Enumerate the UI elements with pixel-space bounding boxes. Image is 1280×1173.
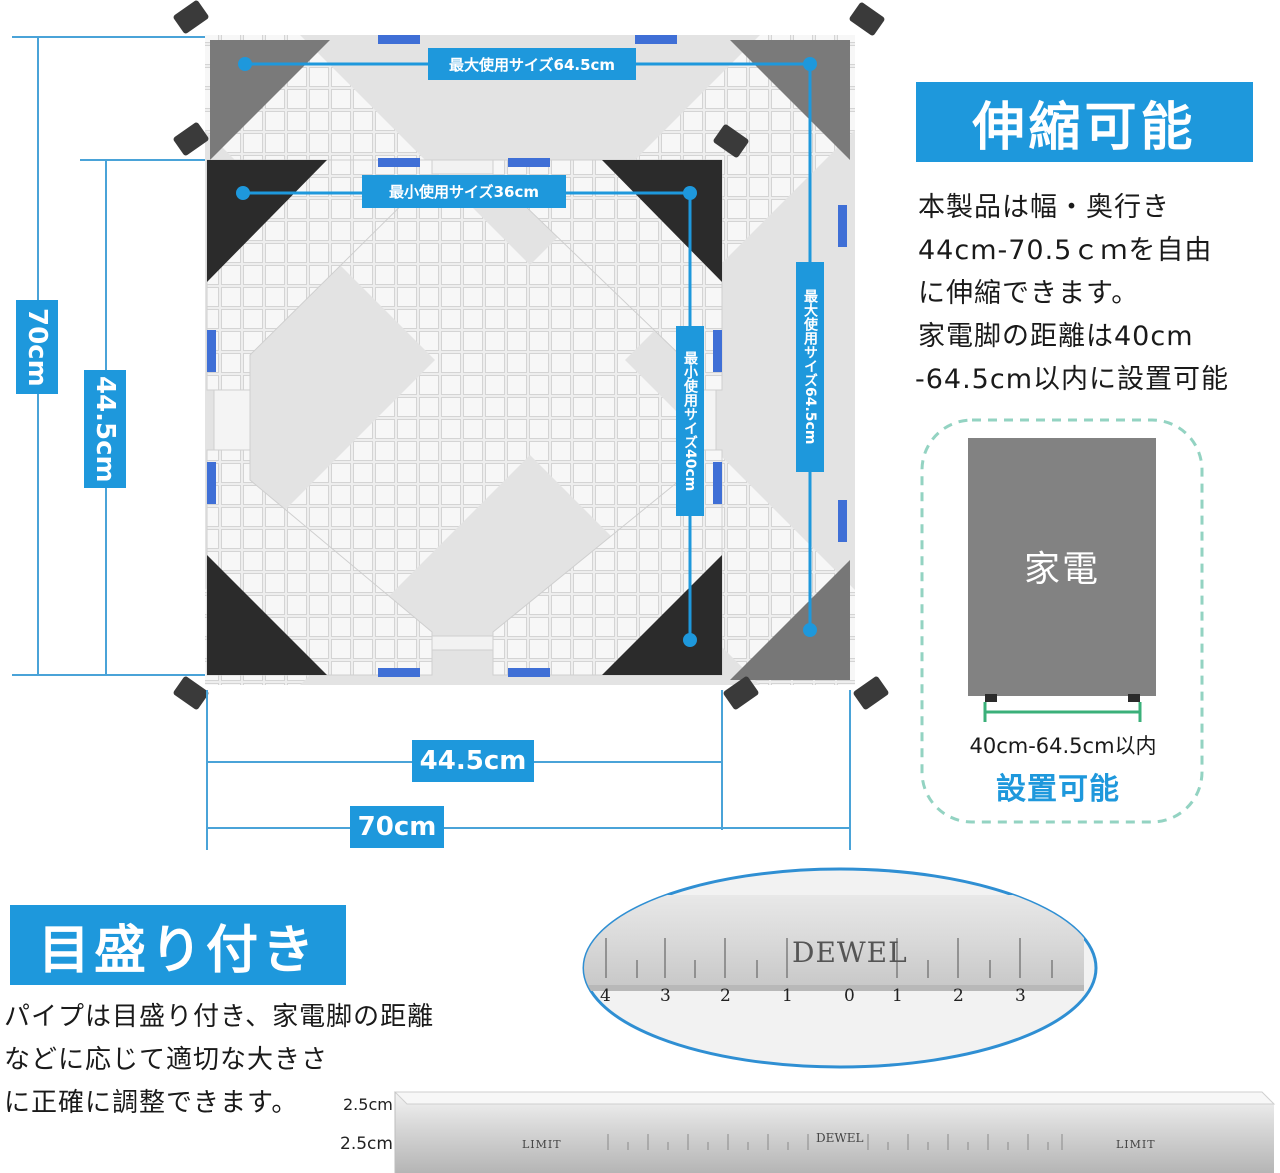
scale-magnifier: [582, 867, 1098, 1069]
lens-number-2: 3: [660, 986, 671, 1006]
extend-line-2: 44cm-70.5ｃｍを自由: [918, 235, 1213, 266]
scale-line-1: パイプは目盛り付き、家電脚の距離: [4, 1002, 435, 1032]
max-size-vertical-label: 最大使用サイズ64.5cm: [796, 262, 824, 472]
lens-number-3: 2: [720, 986, 731, 1006]
scale-line-2: などに応じて適切な大きさ: [4, 1045, 329, 1075]
extend-line-5: -64.5cm以内に設置可能: [915, 364, 1230, 395]
inner-height-label: 44.5cm: [84, 370, 126, 488]
feet: [173, 0, 889, 710]
pipe-limit-right: LIMIT: [1116, 1138, 1156, 1151]
extend-heading: 伸縮可能: [916, 82, 1253, 162]
outer-height-label: 70cm: [16, 300, 58, 394]
pipe-size-top: 2.5cm: [343, 1095, 393, 1114]
lens-number-1: 4: [600, 986, 611, 1006]
min-size-vertical-label: 最小使用サイズ40cm: [676, 326, 704, 516]
lens-number-4: 1: [782, 986, 793, 1006]
lens-number-7: 2: [953, 986, 964, 1006]
scale-heading: 目盛り付き: [10, 905, 346, 985]
outer-width-label: 70cm: [350, 806, 444, 848]
measure-dots: [236, 57, 817, 647]
pipe-limit-left: LIMIT: [522, 1138, 562, 1151]
pipe-graphic: [393, 1091, 1276, 1173]
lens-number-5: 0: [844, 986, 855, 1006]
extend-line-4: 家電脚の距離は40cm: [918, 321, 1194, 352]
scale-description: パイプは目盛り付き、家電脚の距離 などに応じて適切な大きさ に正確に調整できます…: [4, 996, 524, 1125]
appliance-note: 設置可能: [996, 772, 1120, 807]
pipe-size-side: 2.5cm: [340, 1134, 393, 1154]
extend-line-3: に伸縮できます。: [918, 278, 1140, 309]
appliance-range: 40cm-64.5cm以内: [969, 734, 1157, 758]
appliance-label: 家電: [1023, 549, 1100, 590]
appliance-graphic: [968, 438, 1156, 722]
pipe-brand: DEWEL: [816, 1131, 864, 1145]
lens-number-8: 3: [1015, 986, 1026, 1006]
inner-width-label: 44.5cm: [412, 740, 534, 782]
lens-number-6: 1: [892, 986, 903, 1006]
extend-line-1: 本製品は幅・奥行き: [918, 192, 1170, 223]
extend-description: 本製品は幅・奥行き 44cm-70.5ｃｍを自由 に伸縮できます。 家電脚の距離…: [915, 186, 1270, 401]
appliance-frame: [920, 418, 1204, 824]
scale-line-3: に正確に調整できます。: [4, 1088, 299, 1118]
max-size-label: 最大使用サイズ64.5cm: [428, 48, 636, 80]
min-frame: [206, 158, 723, 677]
min-size-label: 最小使用サイズ36cm: [362, 175, 566, 208]
lens-brand: DEWEL: [792, 936, 908, 969]
